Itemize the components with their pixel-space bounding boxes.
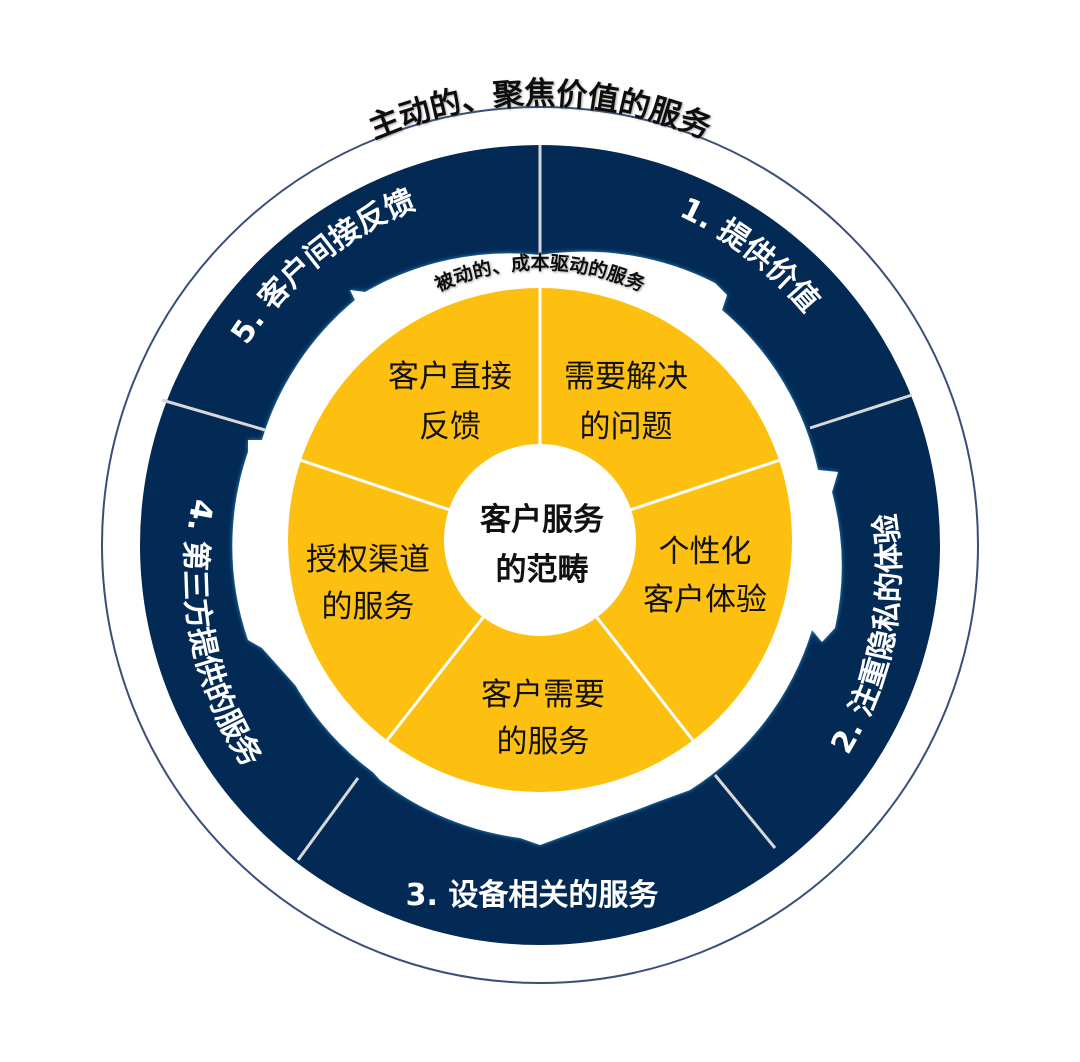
inner-segment-problems-line2: 的问题 [580,409,673,445]
inner-segment-bottom: 客户需要 的服务 [481,677,605,760]
center-title-line2: 的范畴 [496,552,589,588]
inner-segment-right: 个性化 客户体验 [643,534,767,618]
center-title-line1: 客户服务 [480,502,604,538]
inner-segment-top-right: 需要解决 的问题 [564,359,688,445]
inner-segment-problems-line1: 需要解决 [564,359,688,395]
segment-3-device-services: 3. 设备相关的服务 [406,878,659,913]
inner-segment-personalized-line1: 个性化 [659,534,752,570]
inner-segment-dividers [299,288,781,744]
outer-segment-dividers [161,145,913,861]
inner-segment-left: 授权渠道 的服务 [306,542,430,625]
inner-segment-needed-services-line2: 的服务 [497,724,590,760]
center-circle [444,444,636,636]
inner-segment-direct-feedback-line1: 客户直接 [388,359,512,395]
inner-segment-direct-feedback-line2: 反馈 [419,409,481,445]
inner-segment-personalized-line2: 客户体验 [643,582,767,618]
inner-segment-top-left: 客户直接 反馈 [388,359,512,445]
inner-segment-authorized-channels-line1: 授权渠道 [306,542,430,578]
inner-segment-authorized-channels-line2: 的服务 [322,589,415,625]
inner-segment-needed-services-line1: 客户需要 [481,677,605,713]
